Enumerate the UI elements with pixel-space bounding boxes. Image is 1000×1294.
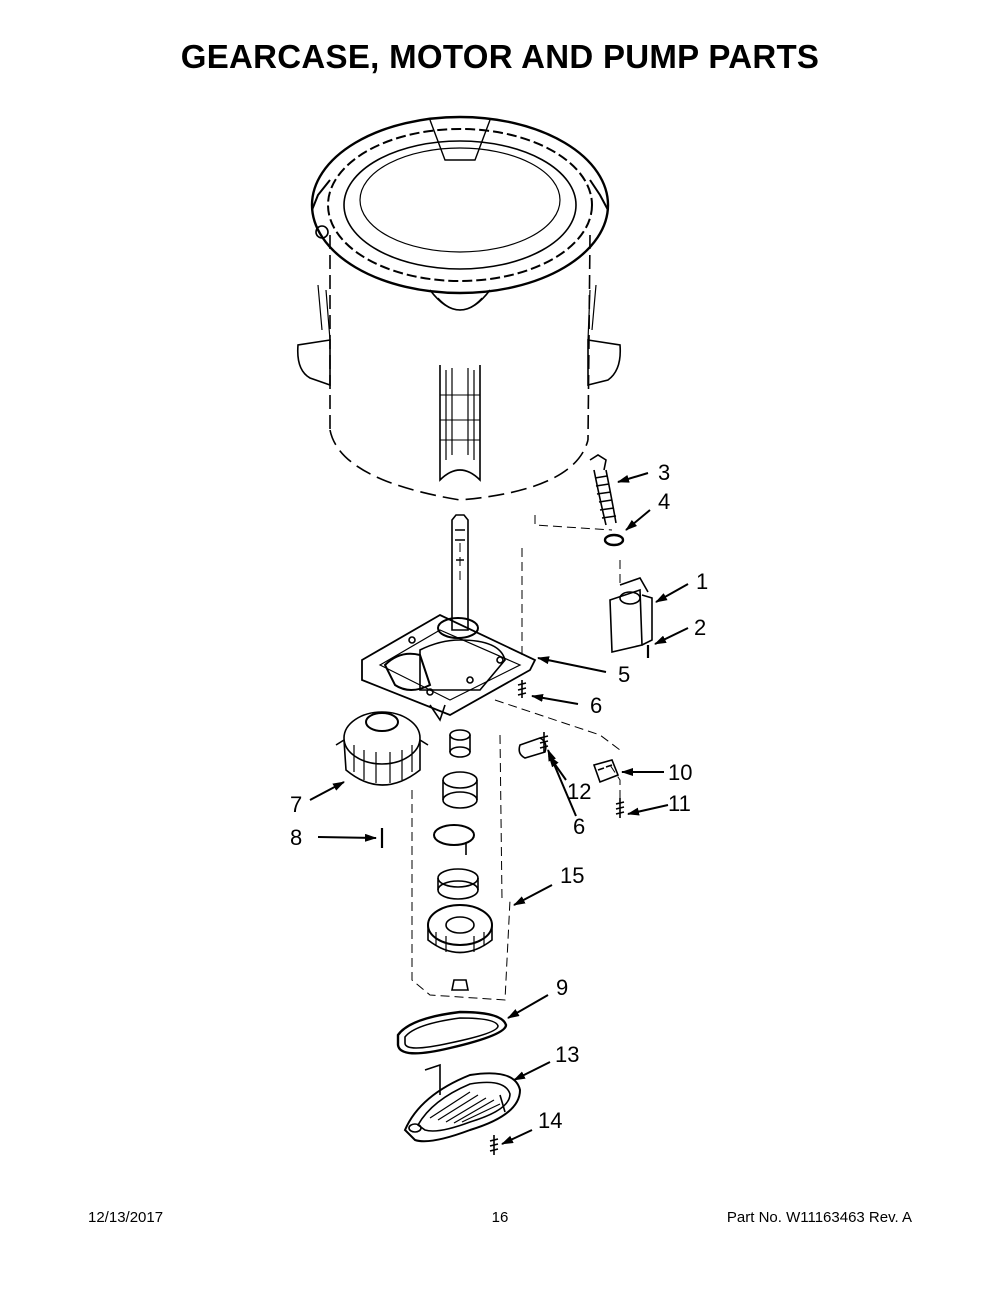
- callout-15: 15: [560, 863, 584, 888]
- callout-9: 9: [556, 975, 568, 1000]
- drive-motor: [335, 711, 429, 786]
- tub-drawing: [296, 115, 622, 501]
- callout-10: 10: [668, 760, 692, 785]
- clutch-stack: [427, 729, 493, 991]
- callout-labels: 1 2 3 4 5 6 7 8 9 10 11 12 6 13 14 15: [290, 460, 708, 1133]
- callout-2: 2: [694, 615, 706, 640]
- callout-6-lower: 6: [573, 814, 585, 839]
- small-parts: [518, 737, 620, 784]
- drive-belt: [396, 1010, 508, 1055]
- footer-part-number: Part No. W11163463 Rev. A: [726, 1209, 912, 1226]
- drain-pump: [609, 577, 653, 658]
- callout-13: 13: [555, 1042, 579, 1067]
- screw-icons: [380, 680, 625, 1155]
- footer-date: 12/13/2017: [88, 1209, 164, 1226]
- page-title: GEARCASE, MOTOR AND PUMP PARTS: [180, 38, 820, 75]
- callout-12: 12: [567, 779, 591, 804]
- gearcase-assembly: [361, 514, 537, 722]
- callout-3: 3: [658, 460, 670, 485]
- callout-4: 4: [658, 489, 670, 514]
- callout-14: 14: [538, 1108, 562, 1133]
- callout-7: 7: [290, 792, 302, 817]
- callout-11: 11: [668, 791, 691, 816]
- callout-5: 5: [618, 662, 630, 687]
- drain-hose: [589, 454, 625, 547]
- base-shield: [403, 1063, 522, 1143]
- callout-1: 1: [696, 569, 708, 594]
- footer-page-number: 16: [491, 1209, 509, 1226]
- leader-arrows: [309, 472, 689, 1145]
- assembly-lines: [411, 515, 621, 1001]
- callout-8: 8: [290, 825, 302, 850]
- callout-6-upper: 6: [590, 693, 602, 718]
